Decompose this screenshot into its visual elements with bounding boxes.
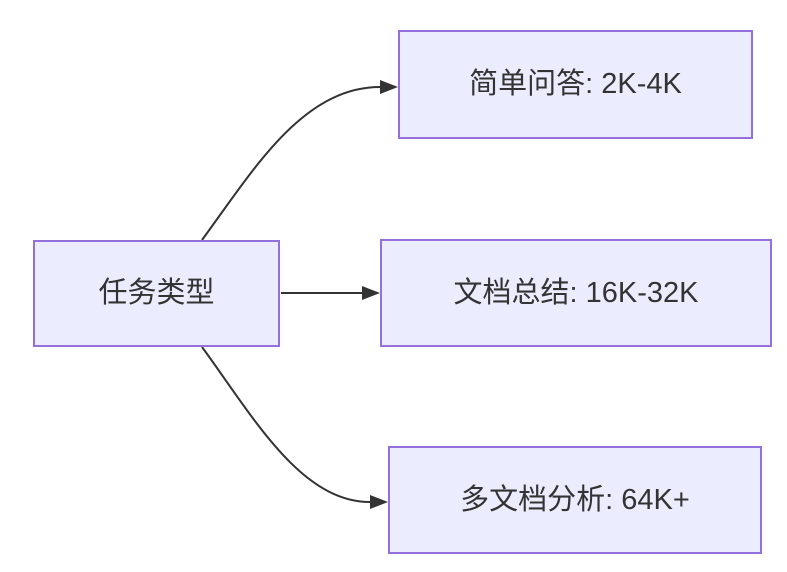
node-task-type: 任务类型 (33, 240, 280, 347)
node-doc-summary-label: 文档总结: 16K-32K (453, 276, 699, 309)
node-simple-qa-label: 简单问答: 2K-4K (469, 68, 682, 101)
edge-task-to-multi-doc (201, 346, 388, 509)
node-multi-doc-analysis-label: 多文档分析: 64K+ (460, 483, 690, 516)
node-multi-doc-analysis: 多文档分析: 64K+ (388, 446, 762, 554)
node-task-type-label: 任务类型 (98, 277, 215, 310)
edge-task-to-simple-qa (201, 80, 398, 241)
node-doc-summary: 文档总结: 16K-32K (380, 239, 772, 347)
node-simple-qa: 简单问答: 2K-4K (398, 30, 753, 139)
